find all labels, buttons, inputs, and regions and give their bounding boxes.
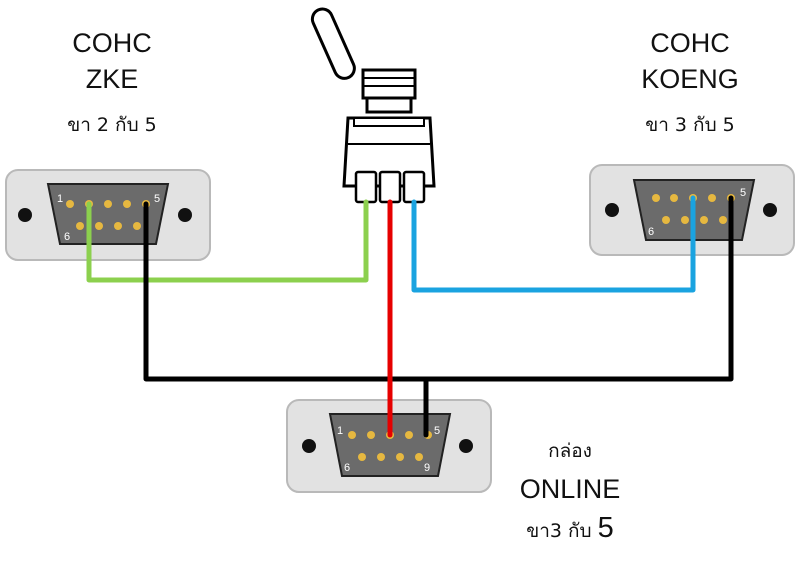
right-connector-title-line1: COHC xyxy=(650,28,730,58)
pin-label-6: 6 xyxy=(648,226,654,238)
pin-label-1: 1 xyxy=(337,425,343,437)
pin-label-6: 6 xyxy=(344,462,350,474)
pin-label-1: 1 xyxy=(57,193,63,205)
pin-label-6: 6 xyxy=(64,231,70,243)
left-connector-title-line1: COHC xyxy=(72,28,152,58)
right-connector-pins: ขา 3 กับ 5 xyxy=(645,114,735,136)
bottom-connector-title-line2: ONLINE xyxy=(519,474,621,504)
bottom-connector-pins-number: 5 xyxy=(597,512,614,544)
bottom-connector-title-line1: กล่อง xyxy=(548,440,592,462)
toggle-switch-icon xyxy=(310,7,436,204)
pin-label-5: 5 xyxy=(154,193,160,205)
db9-connector-bottom: 1 5 6 9 xyxy=(286,399,492,493)
pin-label-5: 5 xyxy=(740,187,746,199)
bottom-connector-pins-prefix: ขา3 กับ xyxy=(526,520,598,542)
bottom-connector-pins: ขา3 กับ 5 xyxy=(505,512,635,546)
right-connector-title-line2: KOENG xyxy=(641,64,739,94)
left-connector-title-line2: ZKE xyxy=(85,64,139,94)
blue-wire xyxy=(411,195,696,293)
db9-connector-left: 1 5 6 xyxy=(5,169,211,261)
green-wire xyxy=(86,199,369,283)
left-connector-pins: ขา 2 กับ 5 xyxy=(67,114,157,136)
pin-label-9: 9 xyxy=(424,462,430,474)
black-wire xyxy=(143,195,734,382)
pin-label-5: 5 xyxy=(434,425,440,437)
